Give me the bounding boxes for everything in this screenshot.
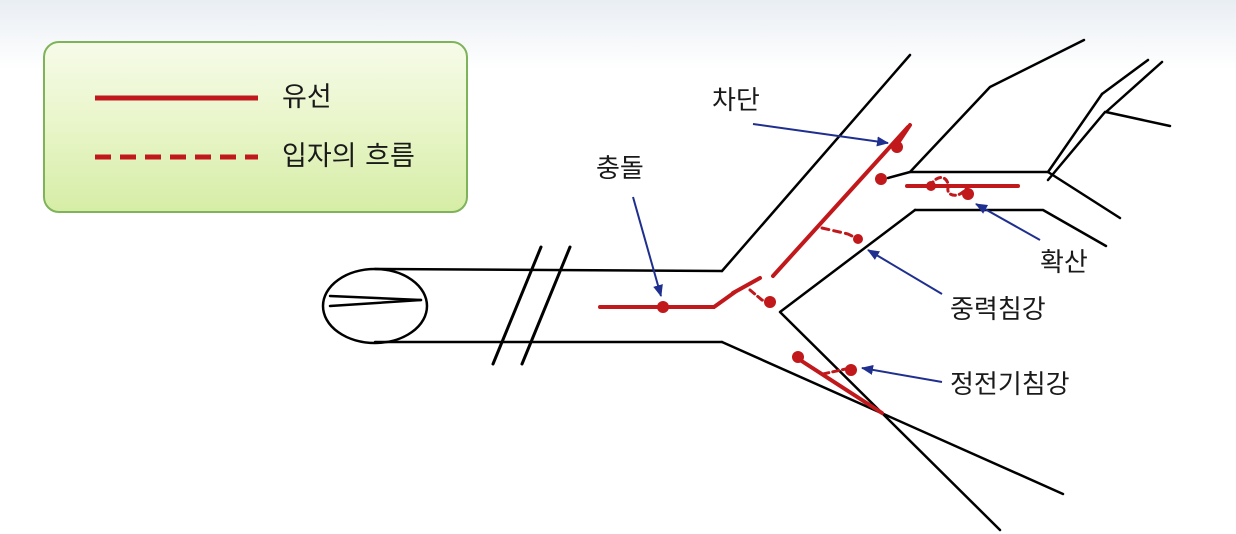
twig-wall-a [1046, 110, 1107, 182]
tube-break-mark-right [520, 245, 572, 366]
electrostatic-arrow [861, 364, 943, 383]
lower-branch-outer-wall [720, 340, 1065, 496]
carina-wall [778, 208, 1002, 532]
diffusion-arrow [975, 203, 1041, 241]
subbronchus-lower-wall [913, 208, 1108, 248]
impaction-label: 충돌 [596, 154, 644, 184]
upper-branch-inner-wall [886, 38, 1086, 180]
sedimentation-label: 중력침강 [950, 295, 1046, 325]
diffusion-label: 확산 [1040, 248, 1088, 278]
particle-interception [891, 141, 903, 153]
diffusion-particle-path [928, 176, 970, 197]
main-tube-top-wall [373, 267, 724, 273]
impaction-streamline [598, 290, 737, 309]
particles [657, 141, 974, 376]
twig-wall-b [1104, 60, 1164, 114]
legend-streamline-label: 유선 [282, 82, 332, 113]
legend-box [43, 41, 468, 213]
particle-bend [764, 296, 776, 308]
legend-particle-flow-label: 입자의 흐름 [282, 141, 415, 172]
twig-wall-e [1100, 58, 1150, 96]
electrostatic-streamline [795, 356, 884, 415]
particle-impaction [657, 301, 669, 313]
airway-walls [321, 38, 1172, 532]
twig-wall-c [1104, 110, 1172, 128]
particle-diffusion [962, 188, 974, 200]
callout-arrows [632, 123, 1041, 383]
electrostatic-label: 정전기침강 [950, 370, 1070, 400]
particle-electrostatic-start [792, 351, 804, 363]
sedimentation-particle-path [820, 226, 860, 241]
upper-branch-outer-wall [720, 53, 912, 273]
sedimentation-arrow [867, 249, 943, 295]
impaction-arrow [632, 196, 663, 297]
particle-upper [875, 173, 887, 185]
particle-electrostatic [845, 364, 857, 376]
tube-break-mark-left [491, 245, 543, 366]
twig-wall-d [1046, 92, 1104, 174]
interception-arrow [752, 123, 889, 147]
interception-label: 차단 [712, 86, 760, 116]
particle-diffusion-start [926, 181, 936, 191]
upper-streamline [771, 125, 910, 278]
bend-streamline [731, 276, 762, 295]
particle-sedimentation [853, 234, 863, 244]
